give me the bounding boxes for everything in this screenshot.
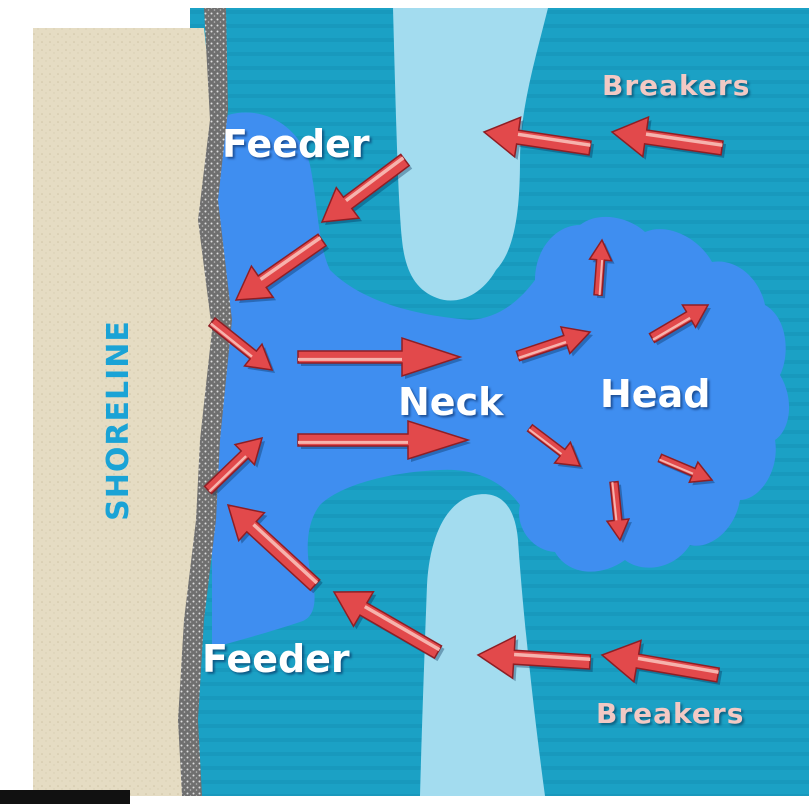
bottom-bar: [0, 790, 130, 804]
shoreline-label: SHORELINE: [101, 320, 136, 521]
breakers-bottom-label: Breakers: [596, 700, 744, 728]
head-label: Head: [600, 375, 710, 413]
breakers-top-label: Breakers: [602, 72, 750, 100]
neck-label: Neck: [398, 383, 503, 421]
feeder-top-label: Feeder: [222, 125, 370, 163]
feeder-bottom-label: Feeder: [202, 640, 350, 678]
shoreline-label-box: SHORELINE: [85, 250, 151, 590]
